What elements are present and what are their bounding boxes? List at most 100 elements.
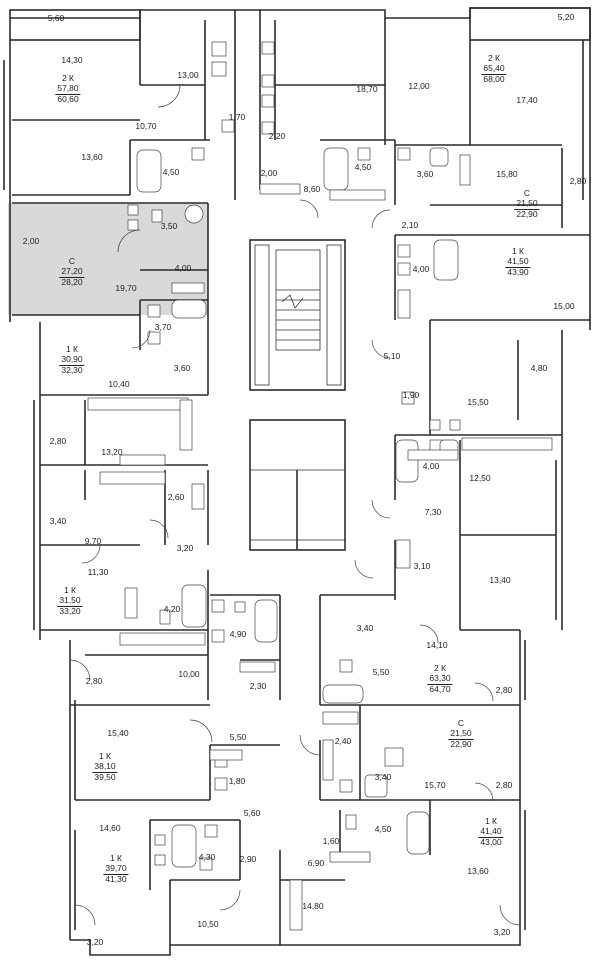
apartment-label: 2 К 65,40 68,00 <box>481 53 507 84</box>
room-area: 3,20 <box>86 936 104 947</box>
room-area: 5,50 <box>229 731 247 742</box>
room-area: 19,70 <box>115 282 137 293</box>
room-area: 3,20 <box>176 542 194 553</box>
room-area: 5,60 <box>243 807 261 818</box>
apartment-type: С <box>457 718 465 728</box>
room-area: 4,00 <box>422 460 440 471</box>
apartment-living-area: 31,50 <box>57 594 83 607</box>
room-area: 15,40 <box>107 727 129 738</box>
apartment-living-area: 63,30 <box>427 672 453 685</box>
room-area: 2,10 <box>401 219 419 230</box>
room-area: 2,30 <box>249 680 267 691</box>
room-area: 5,10 <box>383 350 401 361</box>
apartment-total-area: 39,50 <box>94 771 116 782</box>
room-area: 15,50 <box>467 396 489 407</box>
apartment-total-area: 33,20 <box>59 605 81 616</box>
room-area: 14,10 <box>426 639 448 650</box>
apartment-total-area: 43,90 <box>507 266 529 277</box>
room-area: 14,80 <box>302 900 324 911</box>
room-area: 2,80 <box>569 175 587 186</box>
room-area: 3,10 <box>413 560 431 571</box>
apartment-living-area: 30,90 <box>59 353 85 366</box>
room-area: 13,00 <box>177 69 199 80</box>
apartment-type: 1 К <box>109 853 123 863</box>
stair-core <box>249 239 346 551</box>
room-area: 4,80 <box>530 362 548 373</box>
apartment-total-area: 64,70 <box>429 683 451 694</box>
apartment-living-area: 41,40 <box>478 825 504 838</box>
room-area: 3,40 <box>356 622 374 633</box>
room-area: 7,30 <box>424 506 442 517</box>
apartment-living-area: 65,40 <box>481 62 507 75</box>
apartment-type: 1 К <box>98 751 112 761</box>
apartment-total-area: 22,90 <box>516 208 538 219</box>
room-area: 13,40 <box>489 574 511 585</box>
room-area: 5,20 <box>557 11 575 22</box>
room-area: 15,00 <box>553 300 575 311</box>
outer-walls <box>3 7 591 956</box>
room-area: 17,40 <box>516 94 538 105</box>
room-area: 3,60 <box>416 168 434 179</box>
fixtures <box>127 41 471 871</box>
apartment-label: 1 К 41,50 43,90 <box>505 246 531 277</box>
room-area: 2,60 <box>167 491 185 502</box>
room-area: 2,80 <box>85 675 103 686</box>
apartment-type: 1 К <box>511 246 525 256</box>
room-area: 3,40 <box>49 515 67 526</box>
room-area: 1,80 <box>228 775 246 786</box>
apartment-living-area: 38,10 <box>92 760 118 773</box>
room-area: 3,40 <box>374 771 392 782</box>
room-area: 5,50 <box>372 666 390 677</box>
apartment-type: 2 К <box>61 73 75 83</box>
room-area: 12,00 <box>408 80 430 91</box>
room-area: 10,40 <box>108 378 130 389</box>
apartment-label: С 21,50 22,90 <box>514 188 540 219</box>
room-area: 4,90 <box>229 628 247 639</box>
room-area: 13,20 <box>101 446 123 457</box>
room-area: 6,90 <box>307 857 325 868</box>
bathtubs <box>136 147 459 868</box>
apartment-total-area: 60,60 <box>57 93 79 104</box>
apartment-living-area: 21,50 <box>514 197 540 210</box>
apartment-label: 2 К 63,30 64,70 <box>427 663 453 694</box>
room-area: 4,50 <box>354 161 372 172</box>
apartment-label: 1 К 31,50 33,20 <box>57 585 83 616</box>
room-area: 12,50 <box>469 472 491 483</box>
room-area: 2,00 <box>22 235 40 246</box>
apartment-total-area: 43,00 <box>480 836 502 847</box>
apartment-total-area: 32,30 <box>61 364 83 375</box>
room-area: 13,60 <box>81 151 103 162</box>
room-area: 1,60 <box>322 835 340 846</box>
room-area: 10,00 <box>178 668 200 679</box>
apartment-label: 1 К 30,90 32,30 <box>59 344 85 375</box>
apartment-total-area: 68,00 <box>483 73 505 84</box>
apartment-total-area: 41,30 <box>105 873 127 884</box>
room-area: 14,60 <box>99 822 121 833</box>
apartment-label: 1 К 38,10 39,50 <box>92 751 118 782</box>
room-area: 2,40 <box>334 735 352 746</box>
room-area: 2,00 <box>260 167 278 178</box>
room-area: 9,70 <box>84 535 102 546</box>
apartment-type: С <box>68 256 76 266</box>
apartment-living-area: 21,50 <box>448 727 474 740</box>
apartment-total-area: 22,90 <box>450 738 472 749</box>
apartment-living-area: 39,70 <box>103 862 129 875</box>
room-area: 4,50 <box>374 823 392 834</box>
door-swings <box>69 84 521 926</box>
highlighted-apartment <box>8 203 208 315</box>
apartment-living-area: 27,20 <box>59 265 85 278</box>
room-area: 2,90 <box>239 853 257 864</box>
apartment-total-area: 28,20 <box>61 276 83 287</box>
apartment-type: 1 К <box>63 585 77 595</box>
room-area: 15,80 <box>496 168 518 179</box>
room-area: 2,80 <box>495 684 513 695</box>
apartment-type: 2 К <box>487 53 501 63</box>
apartment-label: С 21,50 22,90 <box>448 718 474 749</box>
apartment-type: 1 К <box>484 816 498 826</box>
apartment-label: 1 К 41,40 43,00 <box>478 816 504 847</box>
room-area: 4,30 <box>198 851 216 862</box>
room-area: 8,60 <box>303 183 321 194</box>
room-area: 18,70 <box>356 83 378 94</box>
room-area: 3,50 <box>160 220 178 231</box>
